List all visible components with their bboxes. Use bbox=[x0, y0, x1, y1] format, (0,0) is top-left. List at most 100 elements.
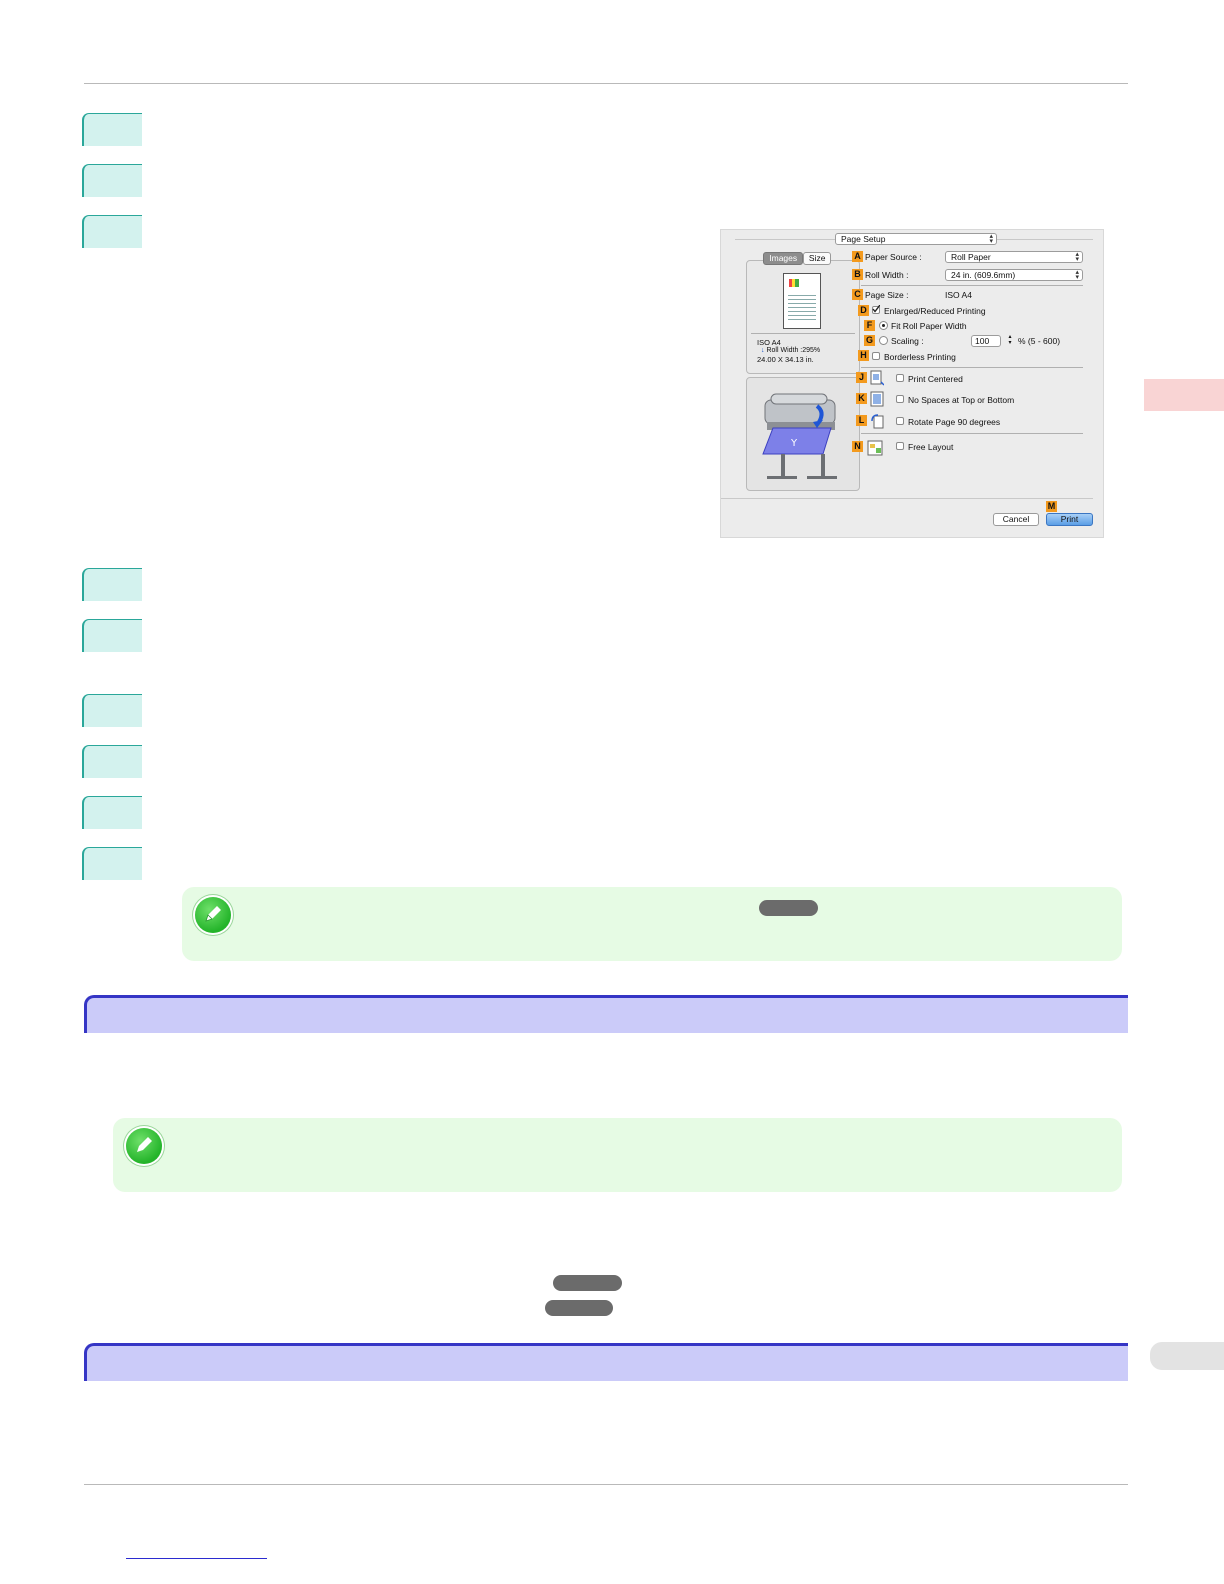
tab-images[interactable]: Images bbox=[763, 252, 804, 265]
print-centered-icon bbox=[870, 370, 884, 386]
badge-l: L bbox=[856, 415, 867, 426]
page-size-label: Page Size : bbox=[865, 290, 909, 300]
dialog-top-line-right bbox=[997, 239, 1093, 240]
roll-width-value: 24 in. (609.6mm) bbox=[951, 270, 1016, 280]
down-arrow-icon: ↓ bbox=[761, 347, 765, 354]
preview-divider bbox=[751, 333, 855, 334]
divider-1 bbox=[861, 285, 1083, 286]
divider-2 bbox=[861, 367, 1083, 368]
paper-source-select[interactable]: Roll Paper ▴▾ bbox=[945, 251, 1083, 263]
borderless-checkbox[interactable] bbox=[872, 352, 880, 360]
free-layout-icon bbox=[867, 440, 883, 456]
free-layout-checkbox[interactable] bbox=[896, 442, 904, 450]
select-arrows-icon: ▴▾ bbox=[989, 233, 993, 245]
pencil-glyph bbox=[205, 906, 221, 922]
page-setup-dialog: Page Setup ▴▾ ISO A4 ↓ Roll Width :295% … bbox=[720, 229, 1104, 538]
badge-f: F bbox=[864, 320, 875, 331]
note-pencil-icon bbox=[195, 897, 231, 933]
rotate-icon bbox=[871, 414, 884, 429]
divider-3 bbox=[861, 433, 1083, 434]
no-spaces-checkbox[interactable] bbox=[896, 395, 904, 403]
key-reference-pill-1[interactable] bbox=[759, 900, 818, 916]
roll-width-label: Roll Width : bbox=[865, 270, 909, 280]
select-arrows-icon: ▴▾ bbox=[1075, 251, 1079, 263]
key-reference-pill-2[interactable] bbox=[553, 1275, 622, 1291]
roll-width-select[interactable]: 24 in. (609.6mm) ▴▾ bbox=[945, 269, 1083, 281]
preview-dimensions: 24.00 X 34.13 in. bbox=[757, 355, 814, 364]
preview-size-label: ISO A4 bbox=[757, 338, 781, 347]
note-box-2 bbox=[113, 1118, 1122, 1192]
badge-m: M bbox=[1046, 501, 1057, 512]
page-size-value: ISO A4 bbox=[945, 290, 972, 300]
preview-roll-width: Roll Width :295% bbox=[766, 347, 821, 354]
scaling-label: Scaling : bbox=[891, 336, 924, 346]
no-spaces-icon bbox=[870, 391, 884, 407]
cancel-button[interactable]: Cancel bbox=[993, 513, 1039, 526]
free-layout-label: Free Layout bbox=[908, 442, 954, 452]
rotate-checkbox[interactable] bbox=[896, 417, 904, 425]
preview-image-icon bbox=[789, 279, 799, 287]
note-box-1 bbox=[182, 887, 1122, 961]
step-marker-9 bbox=[82, 847, 142, 880]
step-marker-5 bbox=[82, 619, 142, 652]
print-centered-checkbox[interactable] bbox=[896, 374, 904, 382]
scaling-stepper[interactable]: ▴▾ bbox=[1008, 334, 1012, 346]
scaling-input[interactable]: 100 bbox=[971, 335, 1001, 347]
dialog-bottom-divider bbox=[721, 498, 1093, 499]
badge-n: N bbox=[852, 441, 863, 452]
header-rule bbox=[84, 83, 1128, 84]
step-marker-2 bbox=[82, 164, 142, 197]
badge-j: J bbox=[856, 372, 867, 383]
preview-lines bbox=[788, 292, 816, 322]
footer-rule bbox=[84, 1484, 1128, 1485]
preview-tabs: Images Size bbox=[763, 252, 831, 265]
enlarged-label: Enlarged/Reduced Printing bbox=[884, 306, 986, 316]
print-centered-label: Print Centered bbox=[908, 374, 963, 384]
chapter-side-tab bbox=[1144, 379, 1224, 411]
pencil-glyph bbox=[137, 1137, 152, 1152]
note-pencil-icon bbox=[126, 1128, 162, 1164]
fit-roll-radio[interactable] bbox=[879, 321, 888, 330]
radio-dot-icon bbox=[882, 324, 885, 327]
checkmark-icon bbox=[872, 305, 880, 313]
step-marker-4 bbox=[82, 568, 142, 601]
preview-panel: ISO A4 ↓ Roll Width :295% 24.00 X 34.13 … bbox=[746, 260, 860, 374]
step-marker-6 bbox=[82, 694, 142, 727]
badge-b: B bbox=[852, 269, 863, 280]
scaling-radio[interactable] bbox=[879, 336, 888, 345]
fit-roll-label: Fit Roll Paper Width bbox=[891, 321, 967, 331]
svg-text:Y: Y bbox=[790, 438, 798, 449]
badge-a: A bbox=[852, 251, 863, 262]
rotate-label: Rotate Page 90 degrees bbox=[908, 417, 1001, 427]
printer-illustration-panel: Y bbox=[746, 377, 860, 491]
badge-h: H bbox=[858, 350, 869, 361]
page-setup-select[interactable]: Page Setup ▴▾ bbox=[835, 233, 997, 245]
step-marker-3 bbox=[82, 215, 142, 248]
page-setup-select-label: Page Setup bbox=[841, 234, 886, 244]
badge-d: D bbox=[858, 305, 869, 316]
footer-link-underline[interactable] bbox=[126, 1558, 267, 1559]
enlarged-checkbox[interactable] bbox=[872, 305, 880, 314]
step-marker-7 bbox=[82, 745, 142, 778]
select-arrows-icon: ▴▾ bbox=[1075, 269, 1079, 281]
paper-source-label: Paper Source : bbox=[865, 252, 922, 262]
section-header-1 bbox=[84, 995, 1128, 1033]
page-side-tab bbox=[1150, 1342, 1224, 1370]
badge-g: G bbox=[864, 335, 875, 346]
paper-source-value: Roll Paper bbox=[951, 252, 991, 262]
key-reference-pill-3[interactable] bbox=[545, 1300, 613, 1316]
scaling-range: % (5 - 600) bbox=[1018, 336, 1061, 346]
tab-size[interactable]: Size bbox=[803, 252, 831, 265]
no-spaces-label: No Spaces at Top or Bottom bbox=[908, 395, 1015, 405]
badge-k: K bbox=[856, 393, 867, 404]
borderless-label: Borderless Printing bbox=[884, 352, 956, 362]
printer-illustration-icon: Y bbox=[762, 393, 837, 479]
print-button[interactable]: Print bbox=[1046, 513, 1093, 526]
dialog-top-line-left bbox=[735, 239, 835, 240]
step-marker-1 bbox=[82, 113, 142, 146]
badge-c: C bbox=[852, 289, 863, 300]
section-header-2 bbox=[84, 1343, 1128, 1381]
preview-roll-row: ↓ Roll Width :295% bbox=[761, 346, 820, 356]
page-preview-thumbnail bbox=[783, 273, 821, 329]
step-marker-8 bbox=[82, 796, 142, 829]
